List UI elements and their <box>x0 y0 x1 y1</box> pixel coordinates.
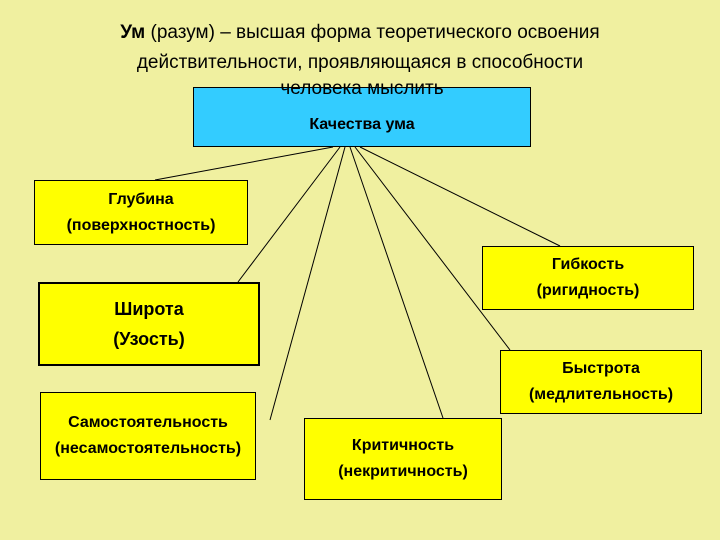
title-line-1: Ум (разум) – высшая форма теоретического… <box>40 18 680 48</box>
title-line-2: действительности, проявляющаяся в способ… <box>136 52 584 73</box>
quality-name: Гибкость <box>551 256 625 273</box>
quality-flexibility: Гибкость (ригидность) <box>482 246 694 310</box>
quality-opposite: (несамостоятельность) <box>54 440 242 457</box>
quality-criticality: Критичность (некритичность) <box>304 418 502 500</box>
connector-criticality <box>349 146 444 419</box>
quality-independence-text: Самостоятельность (несамостоятельность) <box>0 410 296 462</box>
title-line-3: человека мыслить <box>280 78 444 99</box>
quality-name: Самостоятельность <box>68 414 228 431</box>
center-node: человека мыслить Качества ума <box>193 78 531 147</box>
quality-depth: Глубина (поверхностность) <box>34 180 248 245</box>
title-bold-word: Ум <box>120 22 146 43</box>
center-label: Качества ума <box>309 116 415 133</box>
quality-opposite: (ригидность) <box>536 282 640 299</box>
connector-flexibility <box>359 146 561 247</box>
connector-speed <box>354 146 511 351</box>
connector-depth <box>154 146 334 181</box>
quality-opposite: (поверхностность) <box>66 216 216 234</box>
quality-speed: Быстрота (медлительность) <box>500 350 702 414</box>
quality-name: Широта <box>114 299 184 319</box>
quality-name: Критичность <box>351 437 455 454</box>
quality-independence <box>40 392 256 480</box>
connector-independence <box>269 146 346 421</box>
quality-opposite: (некритичность) <box>338 463 468 480</box>
quality-opposite: (Узость) <box>113 329 185 349</box>
quality-name: Быстрота <box>562 360 640 377</box>
title: Ум (разум) – высшая форма теоретического… <box>40 18 680 78</box>
quality-opposite: (медлительность) <box>528 386 674 403</box>
title-line-1-rest: (разум) – высшая форма теоретического ос… <box>145 22 600 43</box>
quality-name: Глубина <box>108 190 174 208</box>
quality-breadth: Широта (Узость) <box>38 282 260 366</box>
connector-breadth <box>237 146 341 283</box>
